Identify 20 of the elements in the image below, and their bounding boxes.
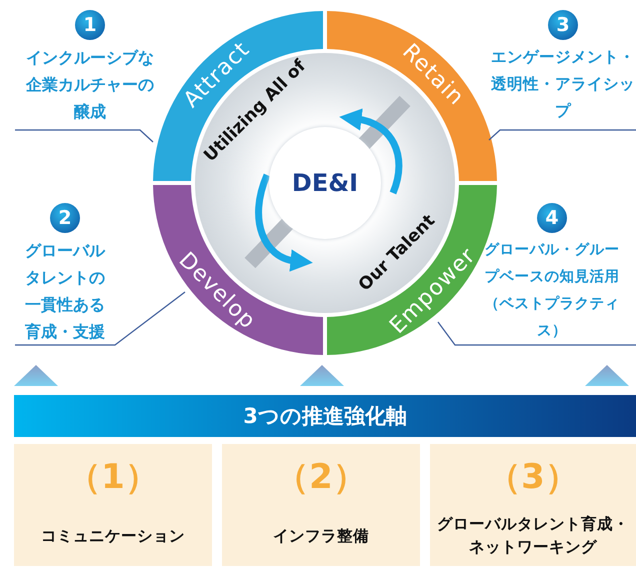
leader-line bbox=[438, 322, 636, 346]
number-badge: 3 bbox=[548, 10, 578, 40]
axis-label: コミュニケーション bbox=[40, 526, 186, 546]
callout-text: グローバル・グループベースの知見活用（ベストプラクティス） bbox=[484, 241, 620, 341]
leader-line bbox=[15, 292, 186, 346]
number-badge: 1 bbox=[75, 10, 105, 40]
axis-number: （1） bbox=[66, 456, 160, 499]
axis-number: （3） bbox=[486, 456, 580, 499]
center-circle: DE&I bbox=[269, 127, 381, 239]
axis-label: インフラ整備 bbox=[272, 526, 370, 546]
callout-text: エンゲージメント・透明性・アライシップ bbox=[490, 47, 636, 122]
axis-number: （2） bbox=[274, 456, 368, 499]
number-badge: 4 bbox=[537, 203, 567, 233]
callout-text: グローバルタレントの一貫性ある育成・支援 bbox=[24, 240, 106, 343]
callout-text: インクルーシブな企業カルチャーの醸成 bbox=[24, 47, 155, 123]
title-banner: 3つの推進強化軸 bbox=[14, 395, 636, 437]
number-badge: 2 bbox=[50, 203, 80, 233]
axis-label: グローバルタレント育成・ネットワーキング bbox=[436, 514, 630, 558]
leader-line bbox=[15, 129, 154, 142]
leader-line bbox=[488, 129, 636, 140]
